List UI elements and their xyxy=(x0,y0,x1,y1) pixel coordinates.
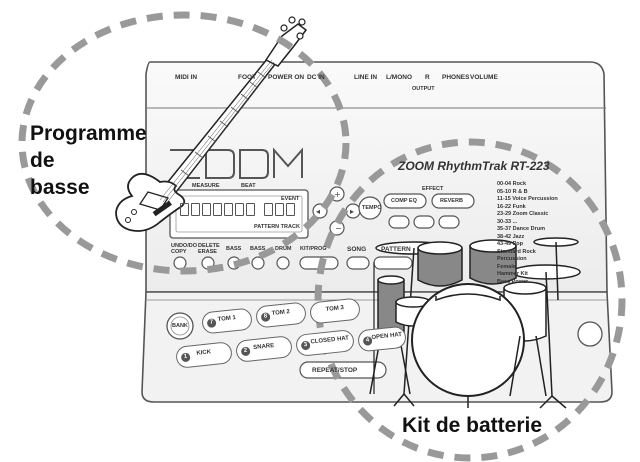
kit-list-item: 35-37 Dance Drum xyxy=(497,226,545,232)
lcd-beat-label: BEAT xyxy=(241,183,256,189)
dc-in-label: DC IN xyxy=(307,74,325,81)
kit-list-item: Female xyxy=(497,263,516,270)
lcd-event-label: EVENT xyxy=(281,196,300,202)
volume-label: VOLUME xyxy=(470,74,498,81)
bank-button-label[interactable]: BANK xyxy=(172,323,188,329)
drum-callout-label: Kit de batterie xyxy=(402,414,543,437)
lcd-digits xyxy=(180,203,300,219)
tempo-button-label[interactable]: TEMPO xyxy=(362,205,382,211)
kit-list-item: Bass Power xyxy=(497,278,529,285)
kit-list-item: 16-22 Funk xyxy=(497,203,526,210)
output-label: OUTPUT xyxy=(412,86,435,92)
comp-eq-button-label[interactable]: COMP EQ xyxy=(391,198,417,204)
phones-label: PHONES xyxy=(442,74,470,81)
pad-label: TOM 3 xyxy=(325,305,345,313)
drum-callout-ring xyxy=(314,138,626,462)
pad-label: OPEN HAT xyxy=(371,331,403,342)
kit-list-item: 23-29 Zoom Classic xyxy=(497,211,549,217)
drum-kit-drawing xyxy=(369,237,581,409)
pad-label: TOM 1 xyxy=(217,315,237,323)
bass-callout-line-2: de xyxy=(30,149,55,172)
svg-text:▸: ▸ xyxy=(350,207,354,216)
svg-text:−: − xyxy=(335,224,342,233)
effect-buttons xyxy=(358,193,475,229)
reverb-button-label[interactable]: REVERB xyxy=(440,198,463,204)
song-button-label[interactable]: SONG xyxy=(347,246,367,253)
lcd-measure-label: MEASURE xyxy=(192,183,220,189)
kit-list-item: 00-04 Rock xyxy=(497,181,527,187)
svg-text:+: + xyxy=(334,190,341,199)
foot-label: FOOT xyxy=(238,74,257,81)
l-mono-label: L/MONO xyxy=(386,74,412,81)
repeat-stop-label[interactable]: REPEAT/STOP xyxy=(312,367,358,374)
kit-list-item: 30-33 ... xyxy=(497,218,518,225)
product-name: ZOOM RhythmTrak RT-223 xyxy=(398,159,550,173)
kit-list-item: 11-15 Voice Percussion xyxy=(497,196,558,202)
right-knob xyxy=(577,321,603,347)
bass-callout-ring xyxy=(18,11,350,275)
drum-button-label[interactable]: DRUM xyxy=(275,246,292,252)
midi-in-label: MIDI IN xyxy=(175,74,198,81)
pad-label: SNARE xyxy=(253,342,275,352)
kit-list-item: 43-49 Pop xyxy=(497,241,523,247)
effect-label: EFFECT xyxy=(422,186,444,192)
kit-list: 00-04 Rock 05-10 R & B 11-15 Voice Percu… xyxy=(497,181,569,286)
bass-button-label-2[interactable]: BASS xyxy=(250,246,266,252)
line-in-label: LINE IN xyxy=(354,74,378,81)
bass-button-label[interactable]: BASS xyxy=(226,246,242,252)
delete-erase-label: DELETE ERASE xyxy=(198,243,220,255)
kit-list-item: Percussion xyxy=(497,256,527,262)
pattern-button-label[interactable]: PATTERN xyxy=(381,246,411,253)
kit-list-item: Hammer Kit xyxy=(497,271,528,277)
svg-text:◂: ◂ xyxy=(316,207,320,216)
pad-label: TOM 2 xyxy=(271,309,291,317)
power-on-label: POWER ON xyxy=(268,74,305,81)
kit-list-item: 38-42 Jazz xyxy=(497,233,525,240)
kit-list-item: 05-10 R & B xyxy=(497,188,528,195)
bass-callout-line-1: Programme xyxy=(30,122,147,145)
bass-guitar-drawing xyxy=(115,16,308,232)
undo-copy-label: UNDO/DO COPY xyxy=(171,243,197,255)
kit-list-item: Standard Rock xyxy=(497,248,536,255)
r-label: R xyxy=(425,74,430,81)
kit-prog-button-label[interactable]: KIT/PROG xyxy=(300,246,327,252)
pad-label: CLOSED HAT xyxy=(310,335,350,346)
pad-label: KICK xyxy=(196,349,212,357)
bass-callout-line-3: basse xyxy=(30,176,90,199)
lcd-pattern-track-label: PATTERN TRACK xyxy=(254,224,300,230)
